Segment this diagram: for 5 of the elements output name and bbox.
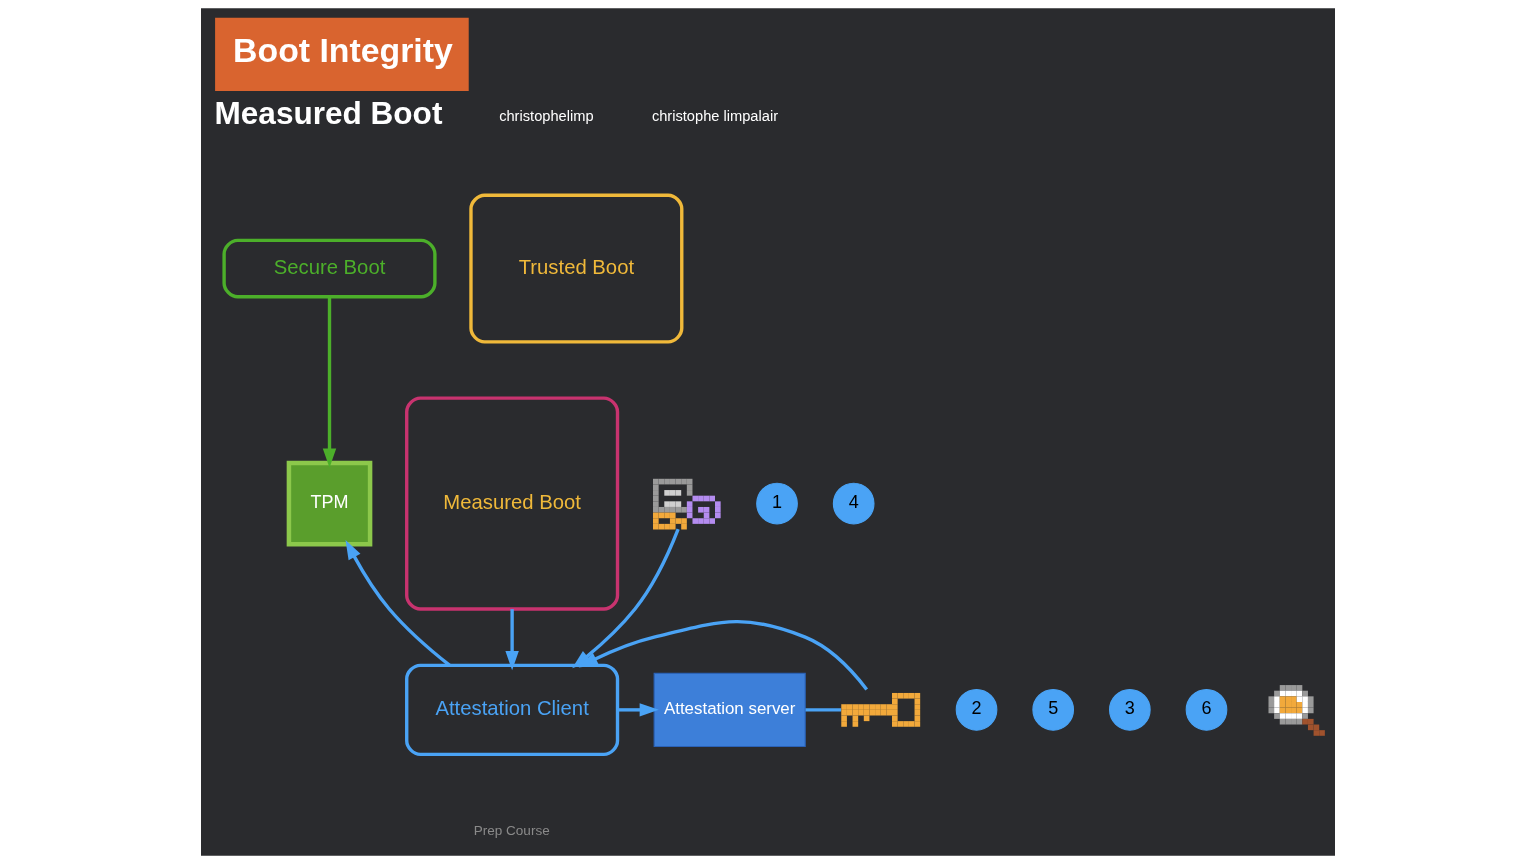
label: christophe limpalair bbox=[651, 107, 779, 124]
diagram-title: Boot Integrity bbox=[233, 30, 453, 69]
label: Measured Boot bbox=[214, 94, 443, 131]
label: christophelimp bbox=[499, 107, 594, 124]
label: Prep Course bbox=[473, 822, 550, 838]
